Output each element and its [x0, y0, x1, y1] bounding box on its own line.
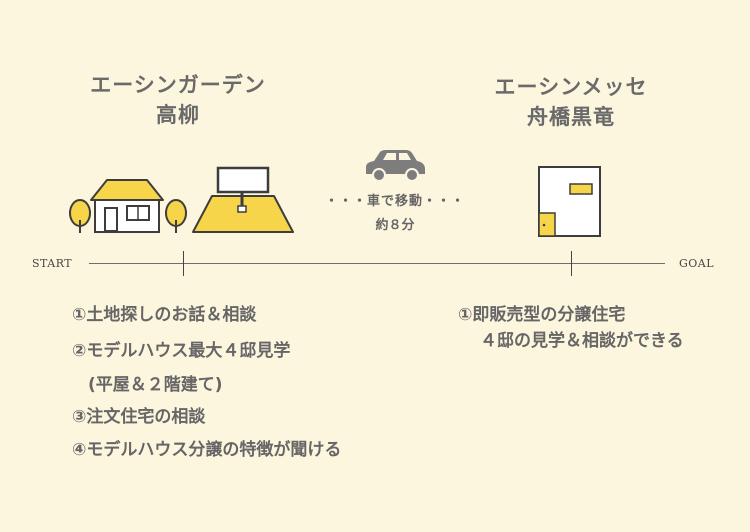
- start-label: START: [32, 257, 73, 270]
- land-sign-icon: [192, 166, 294, 233]
- timeline-line: [89, 263, 665, 264]
- tree-icon: [69, 199, 91, 233]
- list-item: ４邸の見学＆相談ができる: [480, 331, 684, 351]
- station-title-right: エーシンメッセ 舟橋黒竜: [451, 72, 691, 132]
- list-item: ①即販売型の分譲住宅: [458, 305, 626, 325]
- goal-label: GOAL: [679, 257, 715, 270]
- list-item: ③注文住宅の相談: [72, 407, 206, 427]
- travel-text: ・・・車で移動・・・: [324, 194, 465, 209]
- house-icon: [90, 179, 164, 233]
- list-item: ④モデルハウス分譲の特徴が聞ける: [72, 440, 342, 460]
- station-title-left: エーシンガーデン 高柳: [58, 70, 298, 130]
- list-item: (平屋＆２階建て): [88, 375, 223, 395]
- car-icon: [366, 150, 425, 182]
- timeline-tick-goal: [571, 251, 572, 276]
- tree-icon: [165, 199, 187, 233]
- timeline-tick-start: [183, 251, 184, 276]
- list-item: ①土地探しのお話＆相談: [72, 305, 257, 325]
- station-name-left: エーシンガーデン: [90, 73, 266, 97]
- list-item: ②モデルハウス最大４邸見学: [72, 341, 291, 361]
- building-icon: [538, 166, 601, 237]
- station-area-right: 舟橋黒竜: [527, 105, 615, 129]
- travel-time: 約８分: [375, 218, 415, 233]
- station-area-left: 高柳: [156, 103, 200, 127]
- station-name-right: エーシンメッセ: [494, 75, 648, 99]
